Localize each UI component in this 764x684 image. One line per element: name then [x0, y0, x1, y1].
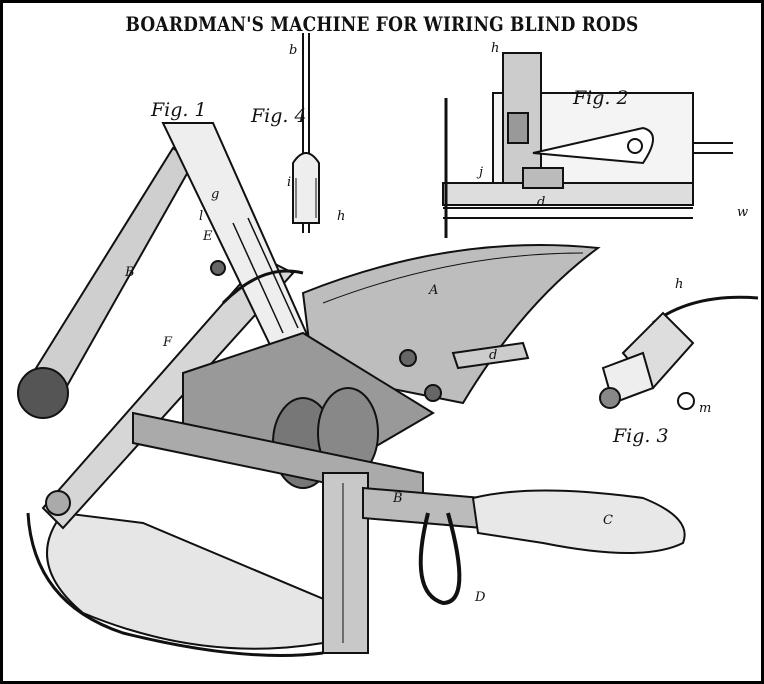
- fig2-label-w: w: [737, 205, 749, 220]
- fig3-label-h: h: [675, 277, 684, 292]
- fig4-caption: Fig. 4: [251, 105, 307, 127]
- fig3-caption: Fig. 3: [613, 425, 669, 447]
- part-label-B: B: [125, 265, 135, 280]
- fig2-label-j: j: [479, 165, 484, 180]
- fig3-label-m: m: [699, 401, 712, 416]
- machine-engraving: [17, 33, 759, 657]
- part-label-B2: B: [393, 491, 403, 506]
- part-label-h: h: [337, 209, 346, 224]
- part-label-d: d: [489, 348, 498, 363]
- part-label-A: A: [429, 283, 439, 298]
- part-label-l: l: [199, 209, 204, 224]
- fig2-caption: Fig. 2: [573, 87, 629, 109]
- part-label-i: i: [287, 175, 292, 190]
- fig4-drawing: [292, 33, 320, 233]
- illustration-title: BOARDMAN'S MACHINE FOR WIRING BLIND RODS: [125, 13, 639, 37]
- fig1-drawing: [17, 122, 686, 657]
- part-label-F: F: [163, 335, 173, 350]
- fig1-caption: Fig. 1: [151, 99, 207, 121]
- fig2-label-d: d: [537, 195, 546, 210]
- part-label-g: g: [211, 187, 220, 202]
- part-label-C: C: [603, 513, 613, 528]
- part-label-E: E: [203, 229, 213, 244]
- fig2-drawing: [442, 52, 733, 238]
- fig2-label-h: h: [491, 41, 500, 56]
- fig3-drawing: [599, 295, 759, 410]
- part-label-D: D: [475, 590, 486, 605]
- part-label-b: b: [289, 43, 298, 58]
